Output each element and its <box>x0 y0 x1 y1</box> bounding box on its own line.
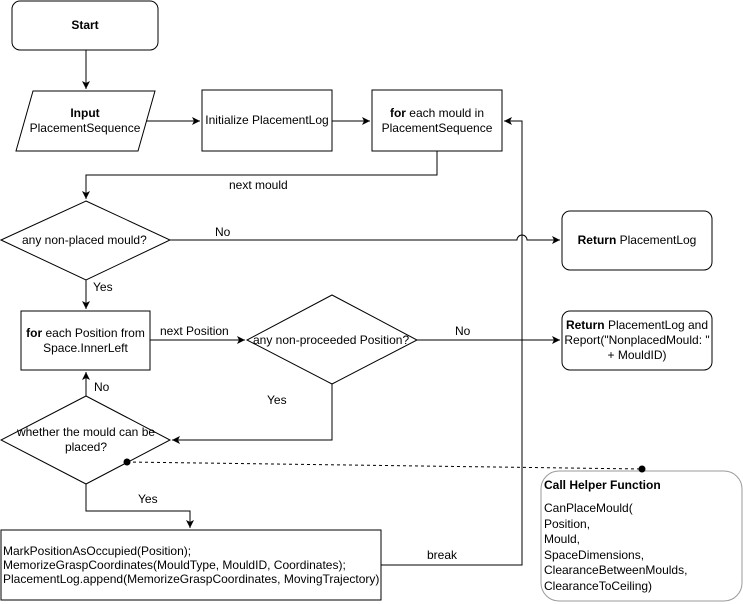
helper-line: Mould, <box>544 532 581 546</box>
for-mould-text: each mould in PlacementSequence <box>381 105 493 135</box>
action-line1: MarkPositionAsOccupied(Position); <box>3 544 192 558</box>
input-keyword: Input <box>70 106 100 120</box>
helper-link-dot-left <box>123 458 131 466</box>
helper-line: CanPlaceMould( <box>544 501 633 515</box>
init-label: Initialize PlacementLog <box>205 113 329 127</box>
edge-yes-back <box>172 384 333 444</box>
helper-body: CanPlaceMould( Position, Mould, SpaceDim… <box>544 501 687 594</box>
can-be-placed-label: whether the mould can be placed? <box>8 425 164 455</box>
next-mould-label: next mould <box>229 178 288 192</box>
yes-label-1: Yes <box>93 280 113 294</box>
return-log-keyword: Return <box>577 233 617 247</box>
nonplaced-decision-label: any non-placed mould? <box>22 233 147 247</box>
return-log-node <box>561 210 713 271</box>
return-report-line2: Report("NonplacedMould: " <box>564 333 710 347</box>
action-label: MarkPositionAsOccupied(Position); Memori… <box>3 544 379 586</box>
action-line3: PlacementLog.append(MemorizeGraspCoordin… <box>3 572 380 586</box>
no-label-2: No <box>455 324 471 338</box>
for-mould-keyword: for <box>389 105 406 120</box>
action-line2: MemorizeGraspCoordinates(MouldType, Moul… <box>3 558 346 572</box>
return-report-label: Return PlacementLog and Report("Nonplace… <box>562 311 712 370</box>
for-mould-label: for each mould in PlacementSequence <box>374 90 500 151</box>
input-node <box>15 90 156 152</box>
edge-next-mould <box>82 151 438 199</box>
yes-label-3: Yes <box>138 492 158 506</box>
helper-line: ClearanceToCeiling) <box>544 578 653 593</box>
return-report-node <box>561 310 713 371</box>
helper-link-dot-right <box>638 465 646 473</box>
can-be-placed-line2: placed? <box>64 440 108 454</box>
no-label-3: No <box>94 380 110 394</box>
input-text: PlacementSequence <box>29 121 141 135</box>
return-report-line1: PlacementLog and <box>604 318 709 332</box>
return-report-keyword: Return <box>565 318 605 332</box>
helper-line: Position, <box>544 516 591 531</box>
for-position-label: for each Position from Space.InnerLeft <box>23 311 148 370</box>
helper-title: Call Helper Function <box>544 478 661 492</box>
for-mould-node <box>371 89 503 152</box>
return-log-label: Return PlacementLog <box>562 211 712 270</box>
input-label: Input PlacementSequence <box>20 91 150 151</box>
can-be-placed-line1: whether the mould can be <box>16 425 156 439</box>
init-node <box>201 89 333 152</box>
for-position-keyword: for <box>26 325 43 340</box>
no-label-1: No <box>215 225 231 239</box>
helper-line: ClearanceBetweenMoulds, <box>544 563 688 577</box>
break-label: break <box>427 548 458 562</box>
return-log-text: PlacementLog <box>616 233 697 247</box>
edge-break <box>381 117 523 566</box>
action-node <box>0 529 382 601</box>
start-label: Start <box>71 18 99 32</box>
edge-yes-action <box>85 484 194 528</box>
start-node <box>11 0 159 51</box>
next-position-label: next Position <box>160 324 229 338</box>
nonproceeded-decision-label: any non-proceeded Position? <box>253 333 410 347</box>
helper-line: SpaceDimensions, <box>544 547 645 562</box>
yes-label-2: Yes <box>267 393 287 407</box>
edge-helper-link <box>126 461 643 470</box>
return-report-line3: + MouldID) <box>607 348 667 362</box>
for-position-text: each Position from Space.InnerLeft <box>42 325 145 355</box>
